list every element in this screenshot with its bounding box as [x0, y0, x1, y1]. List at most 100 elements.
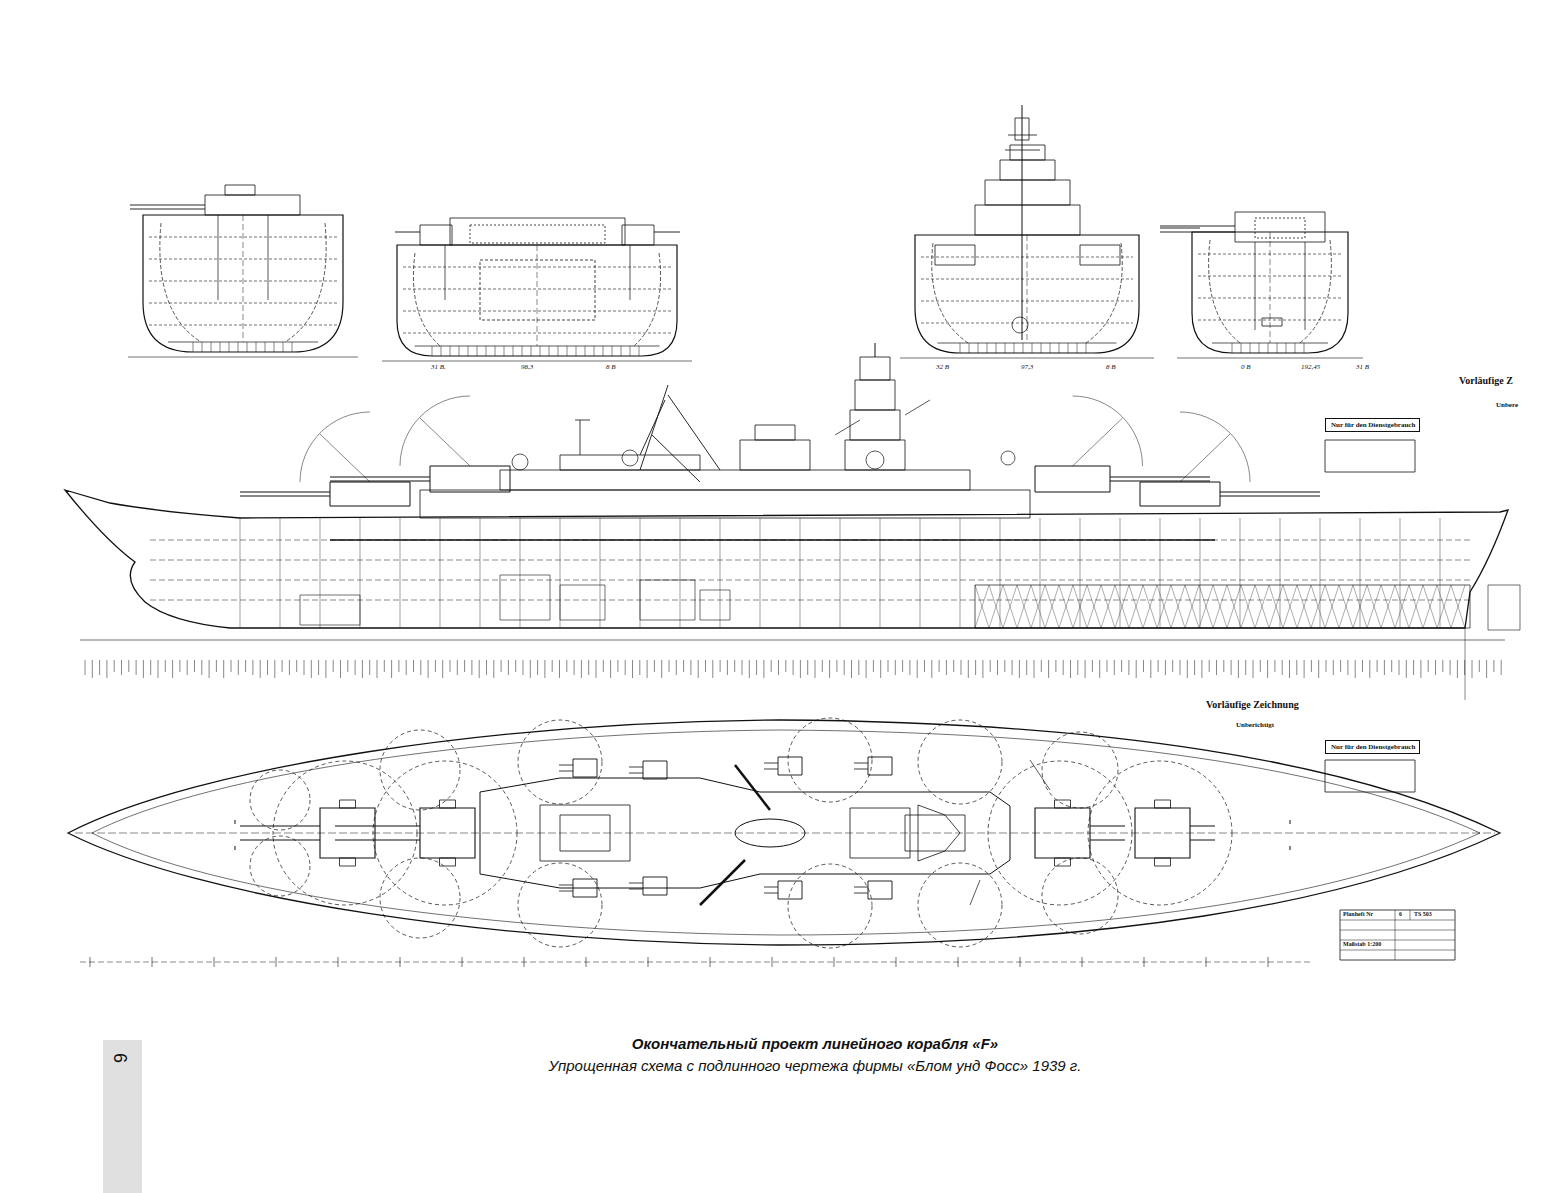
drawing-line	[1201, 660, 1202, 678]
turret	[1135, 808, 1190, 858]
drawing-line	[1077, 660, 1078, 675]
drawing-circle	[622, 450, 638, 466]
drawing-line	[531, 346, 532, 356]
drawing-line	[875, 343, 876, 357]
stamp-text: Nur für den Dienstgebrauch	[1331, 744, 1414, 752]
drawing-line	[480, 518, 481, 628]
drawing-line	[1280, 518, 1281, 628]
drawing-line	[772, 957, 773, 967]
drawing-note: Vorläufige Zeichnung	[1205, 700, 1300, 710]
drawing-line	[969, 343, 970, 353]
drawing-line	[143, 660, 144, 678]
page-bar	[103, 1040, 142, 1193]
drawing-line	[690, 660, 691, 675]
drawing-line	[850, 410, 900, 440]
drawing-line	[340, 800, 356, 808]
dimension-label: 31 B	[1355, 364, 1370, 371]
turret	[430, 466, 510, 492]
drawing-line	[128, 660, 129, 672]
drawing-line	[960, 343, 961, 353]
drawing-line	[1129, 585, 1143, 628]
drawing-line	[1027, 235, 1028, 343]
drawing-line	[1165, 660, 1166, 675]
drawing-circle	[1042, 732, 1118, 808]
drawing-line	[785, 660, 786, 672]
drawing-line	[243, 215, 244, 342]
drawing-line	[160, 223, 201, 342]
drawing-circle	[380, 858, 460, 938]
drawing-line	[1413, 660, 1414, 675]
drawing-line	[1391, 660, 1392, 672]
hull-section	[915, 235, 1139, 353]
drawing-line	[1355, 660, 1356, 678]
drawing-line	[369, 660, 370, 675]
drawing-line	[274, 342, 275, 352]
drawing-line	[504, 346, 505, 356]
drawing-line	[1297, 585, 1311, 628]
drawing-line	[982, 660, 983, 678]
drawing-line	[457, 660, 458, 675]
drawing-line	[1255, 585, 1269, 628]
drawing-line	[855, 380, 895, 410]
drawing-line	[902, 660, 903, 672]
drawing-circle	[250, 770, 310, 830]
drawing-note: Unbere	[1495, 402, 1519, 409]
drawing-line	[600, 518, 601, 628]
drawing-line	[128, 357, 358, 358]
drawing-line	[479, 660, 480, 678]
drawing-line	[1241, 585, 1255, 628]
drawing-line	[575, 420, 590, 455]
drawing-line	[868, 757, 892, 775]
drawing-line	[1026, 660, 1027, 675]
drawing-line	[1399, 660, 1400, 675]
drawing-line	[1023, 343, 1024, 353]
drawing-line	[1034, 660, 1035, 678]
drawing-line	[1231, 660, 1232, 675]
dimension-label: 0 B	[1240, 364, 1252, 371]
drawing-line	[617, 660, 618, 672]
drawing-line	[1086, 243, 1122, 343]
drawing-line	[621, 346, 622, 356]
drawing-line	[1488, 585, 1520, 630]
drawing-line	[1200, 518, 1201, 628]
title-block-cell: Planheft Nr	[1342, 911, 1374, 917]
drawing-line	[1059, 343, 1060, 353]
drawing-line	[596, 660, 597, 678]
drawing-line	[858, 660, 859, 675]
hull-section	[397, 245, 677, 356]
drawing-line	[700, 765, 770, 905]
drawing-line	[260, 660, 261, 678]
drawing-line	[1442, 660, 1443, 672]
drawing-line	[75, 833, 1495, 834]
drawing-line	[1304, 660, 1305, 678]
drawing-line	[567, 346, 568, 356]
drawing-line	[1304, 343, 1305, 353]
turret	[330, 482, 410, 506]
drawing-line	[900, 358, 1154, 359]
drawing-line	[643, 761, 667, 779]
drawing-line	[742, 660, 743, 675]
drawing-line	[274, 660, 275, 678]
drawing-line	[1325, 440, 1415, 472]
drawing-line	[850, 808, 910, 858]
drawing-line	[1004, 660, 1005, 672]
drawing-line	[625, 660, 626, 675]
drawing-line	[435, 660, 436, 672]
drawing-line	[432, 346, 433, 356]
drawing-line	[265, 342, 266, 352]
drawing-line	[500, 470, 970, 490]
drawing-line	[486, 660, 487, 675]
drawing-line	[1435, 660, 1436, 675]
drawing-line	[513, 346, 514, 356]
drawing-line	[975, 205, 1080, 235]
drawing-circle	[250, 836, 310, 896]
drawing-line	[282, 660, 283, 672]
drawing-line	[1000, 160, 1055, 180]
drawing-line	[1377, 660, 1378, 672]
drawing-line	[216, 660, 217, 672]
dimension-label: 98,3	[520, 364, 534, 371]
drawing-line	[632, 660, 633, 678]
drawing-line	[700, 590, 730, 620]
drawing-line	[468, 346, 469, 356]
